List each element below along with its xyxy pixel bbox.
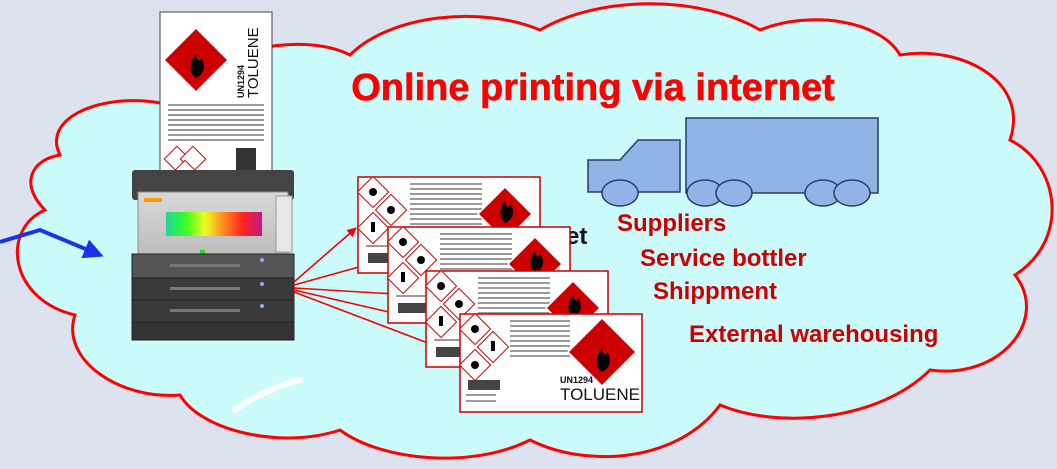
destination-shippment: Shippment — [653, 278, 777, 305]
sheet-un-number: UN1294 — [236, 65, 246, 98]
label-un-number: UN1294 — [560, 375, 593, 385]
incoming-arrow — [0, 227, 104, 259]
destination-service-bottler: Service bottler — [640, 245, 807, 272]
sheet-substance: TOLUENE — [245, 27, 262, 98]
diagram-title: Online printing via internet — [351, 67, 835, 109]
cloud-arc-decoration — [232, 377, 303, 413]
destination-external-warehousing: External warehousing — [689, 321, 938, 348]
hazard-label-4: UN1294 TOLUENE — [458, 312, 643, 413]
truck-icon — [587, 117, 879, 207]
printed-label-sheet: TOLUENE UN1294 — [159, 11, 273, 189]
label-substance: TOLUENE — [560, 385, 640, 404]
destination-suppliers: Suppliers — [617, 210, 726, 237]
partial-label: et — [566, 223, 587, 250]
printer-icon: TOLUENE UN1294 — [131, 11, 295, 341]
